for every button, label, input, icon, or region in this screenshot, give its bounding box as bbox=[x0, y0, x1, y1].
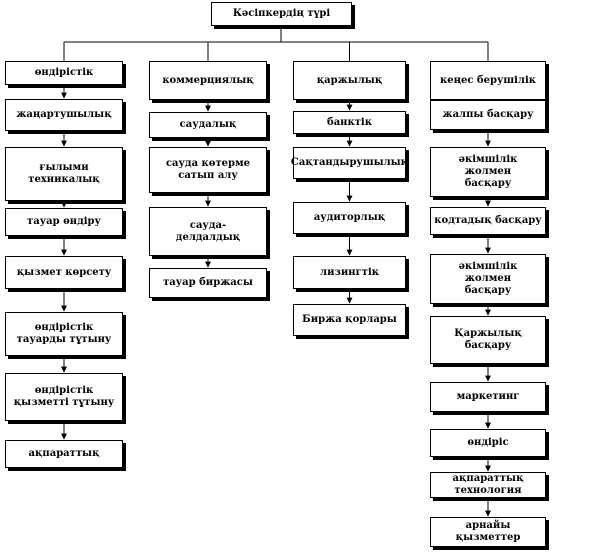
box-c2-0: коммерциялық bbox=[149, 61, 267, 100]
box-c1-4: қызмет көрсету bbox=[5, 256, 123, 289]
box-c1-0: өндірістік bbox=[5, 61, 123, 85]
box-c3-3: аудиторлық bbox=[293, 202, 406, 234]
box-c1-2: ғылыми техникалық bbox=[5, 147, 123, 201]
box-c1-7: ақпараттық bbox=[5, 440, 123, 468]
box-c4-2: әкімшілік жолмен басқару bbox=[430, 147, 546, 197]
box-c3-2: Сақтандырушылық bbox=[291, 147, 408, 179]
box-c1-3: тауар өндіру bbox=[5, 208, 123, 236]
box-c4-3: кодтадық басқару bbox=[430, 207, 546, 235]
box-c3-4: лизингтік bbox=[293, 256, 406, 289]
box-c4-8: ақпараттық технология bbox=[430, 472, 546, 498]
box-c4-4: әкімшілік жолмен басқару bbox=[430, 254, 546, 304]
box-c2-1: саудалық bbox=[149, 112, 267, 138]
box-c2-3: сауда- делдалдық bbox=[149, 207, 267, 256]
box-c3-1: банктік bbox=[293, 111, 406, 134]
box-c4-9: арнайы қызметтер bbox=[430, 517, 546, 547]
box-c2-2: сауда көтерме сатып алу bbox=[149, 147, 267, 193]
title-box: Кәсіпкердің түрі bbox=[211, 2, 352, 26]
box-c1-1: жаңартушылық bbox=[5, 99, 123, 131]
box-c4-5: Қаржылық басқару bbox=[430, 316, 546, 364]
box-c2-4: тауар биржасы bbox=[149, 268, 267, 298]
box-c3-0: қаржылық bbox=[293, 61, 406, 100]
box-c1-6: өндірістік қызметті тұтыну bbox=[5, 373, 123, 421]
box-c1-5: өндірістік тауарды тұтыну bbox=[5, 312, 123, 356]
box-c4-1: жалпы басқару bbox=[430, 100, 546, 130]
box-c4-6: маркетинг bbox=[430, 382, 546, 412]
box-c3-5: Биржа қорлары bbox=[293, 304, 406, 336]
box-c4-7: өндіріс bbox=[430, 429, 546, 457]
box-c4-0: кеңес берушілік bbox=[430, 61, 546, 100]
